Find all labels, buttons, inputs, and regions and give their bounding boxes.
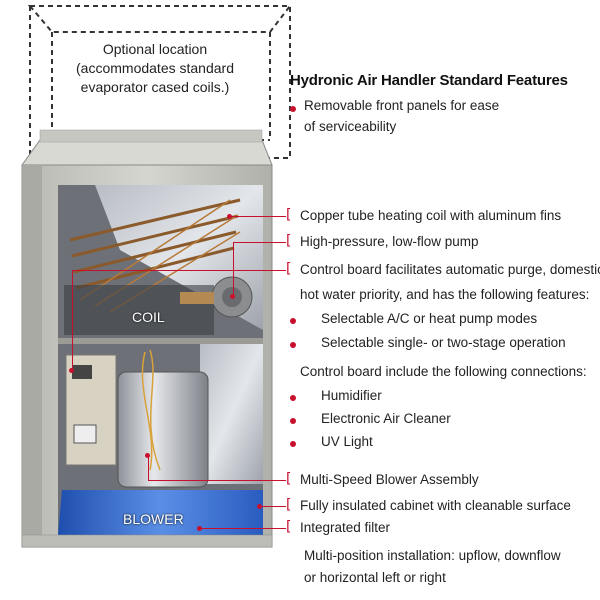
bullet-f1 xyxy=(290,106,296,112)
leader-board-v xyxy=(72,270,73,370)
leader-cabinet xyxy=(260,506,286,507)
optional-location-line3: evaporator cased coils.) xyxy=(80,79,230,95)
feature-pump: High-pressure, low-flow pump xyxy=(300,234,479,249)
optional-location-text: Optional location (accommodates standard… xyxy=(40,40,270,97)
feature-front-panels-1: Removable front panels for ease xyxy=(304,98,500,113)
leader-filter-dot xyxy=(197,526,202,531)
feature-integrated-filter: Integrated filter xyxy=(300,520,391,535)
feature-front-panels-2: of serviceability xyxy=(304,119,397,134)
bullet-f5 xyxy=(290,318,296,324)
leader-filter xyxy=(200,528,286,529)
feature-control-board-2: hot water priority, and has the followin… xyxy=(300,287,590,302)
features-heading: Hydronic Air Handler Standard Features xyxy=(290,72,568,89)
leader-blower-v xyxy=(148,455,149,480)
optional-location-line1: Optional location xyxy=(102,41,208,57)
feature-copper-coil: Copper tube heating coil with aluminum f… xyxy=(300,208,562,223)
leader-board-dot xyxy=(69,368,74,373)
coil-label: COIL xyxy=(132,309,165,325)
feature-humidifier: Humidifier xyxy=(321,388,382,403)
leader-coil xyxy=(230,216,286,217)
feature-ac-heatpump: Selectable A/C or heat pump modes xyxy=(321,311,538,326)
bracket-f11: [ xyxy=(286,471,292,487)
leader-pump-dot xyxy=(230,294,235,299)
leader-pump-v xyxy=(233,242,234,297)
feature-multi-position-1: Multi-position installation: upflow, dow… xyxy=(304,548,561,563)
feature-stage-operation: Selectable single- or two-stage operatio… xyxy=(321,335,566,350)
leader-board xyxy=(72,270,286,271)
bracket-f12: [ xyxy=(286,497,292,513)
feature-insulated-cabinet: Fully insulated cabinet with cleanable s… xyxy=(300,498,571,513)
bracket-f2: [ xyxy=(286,207,292,223)
leader-blower-dot xyxy=(145,453,150,458)
feature-blower-assembly: Multi-Speed Blower Assembly xyxy=(300,472,479,487)
feature-air-cleaner: Electronic Air Cleaner xyxy=(321,411,451,426)
blower-label: BLOWER xyxy=(123,511,184,527)
bullet-f10 xyxy=(290,441,296,447)
bullet-f9 xyxy=(290,418,296,424)
bracket-f3: [ xyxy=(286,233,292,249)
feature-connections: Control board include the following conn… xyxy=(300,364,587,379)
leader-cabinet-dot xyxy=(257,504,262,509)
leader-coil-dot xyxy=(227,214,232,219)
feature-control-board-1: Control board facilitates automatic purg… xyxy=(300,262,600,277)
bullet-f8 xyxy=(290,395,296,401)
feature-uv-light: UV Light xyxy=(321,434,373,449)
air-handler-illustration xyxy=(21,129,273,548)
feature-multi-position-2: or horizontal left or right xyxy=(304,570,446,585)
bracket-f13: [ xyxy=(286,519,292,535)
leader-blower xyxy=(148,480,286,481)
bracket-f4: [ xyxy=(286,261,292,277)
leader-pump xyxy=(233,242,286,243)
bullet-f6 xyxy=(290,342,296,348)
optional-location-line2: (accommodates standard xyxy=(76,60,234,76)
